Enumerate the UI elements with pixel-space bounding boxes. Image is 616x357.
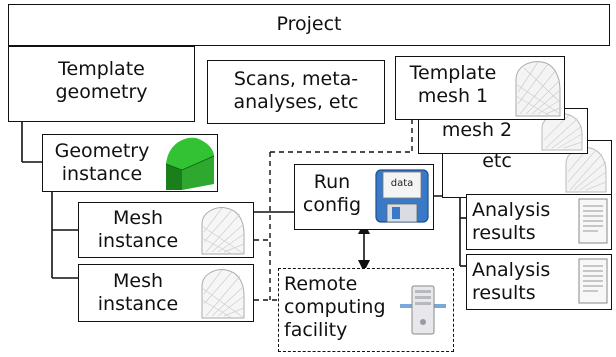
mesh-instance-2-label: Mesh instance [97, 270, 179, 315]
template-geometry-box [8, 46, 195, 122]
geometry-model-icon [165, 137, 215, 190]
mesh-instance-1-icon [201, 207, 245, 255]
project-box [8, 4, 610, 46]
mesh-instance-2-icon [201, 269, 245, 319]
document-1-icon [578, 198, 608, 244]
mesh-thumbnail-2-icon [541, 113, 583, 151]
analysis-results-2-label: Analysis results [472, 259, 551, 304]
project-label: Project [276, 13, 342, 35]
server-icon [400, 285, 446, 335]
document-2-icon [578, 258, 608, 304]
mesh-thumbnail-1-icon [515, 61, 561, 117]
floppy-label: data [390, 178, 414, 189]
scans-box [207, 60, 385, 124]
geometry-instance-label: Geometry instance [54, 140, 150, 185]
mesh-instance-1-label: Mesh instance [97, 207, 179, 252]
floppy-disk-icon: data [374, 168, 430, 224]
scans-label: Scans, meta- analyses, etc [233, 68, 359, 113]
mesh-2-label: mesh 2 [441, 119, 513, 141]
template-geometry-label: Template geometry [55, 58, 148, 103]
remote-computing-label: Remote computing facility [284, 273, 386, 341]
etc-label: etc [482, 150, 512, 172]
mesh-thumbnail-etc-icon [565, 147, 607, 193]
analysis-results-1-label: Analysis results [472, 199, 551, 244]
template-mesh-1-label: Template mesh 1 [409, 62, 497, 107]
run-config-label: Run config [302, 171, 362, 216]
